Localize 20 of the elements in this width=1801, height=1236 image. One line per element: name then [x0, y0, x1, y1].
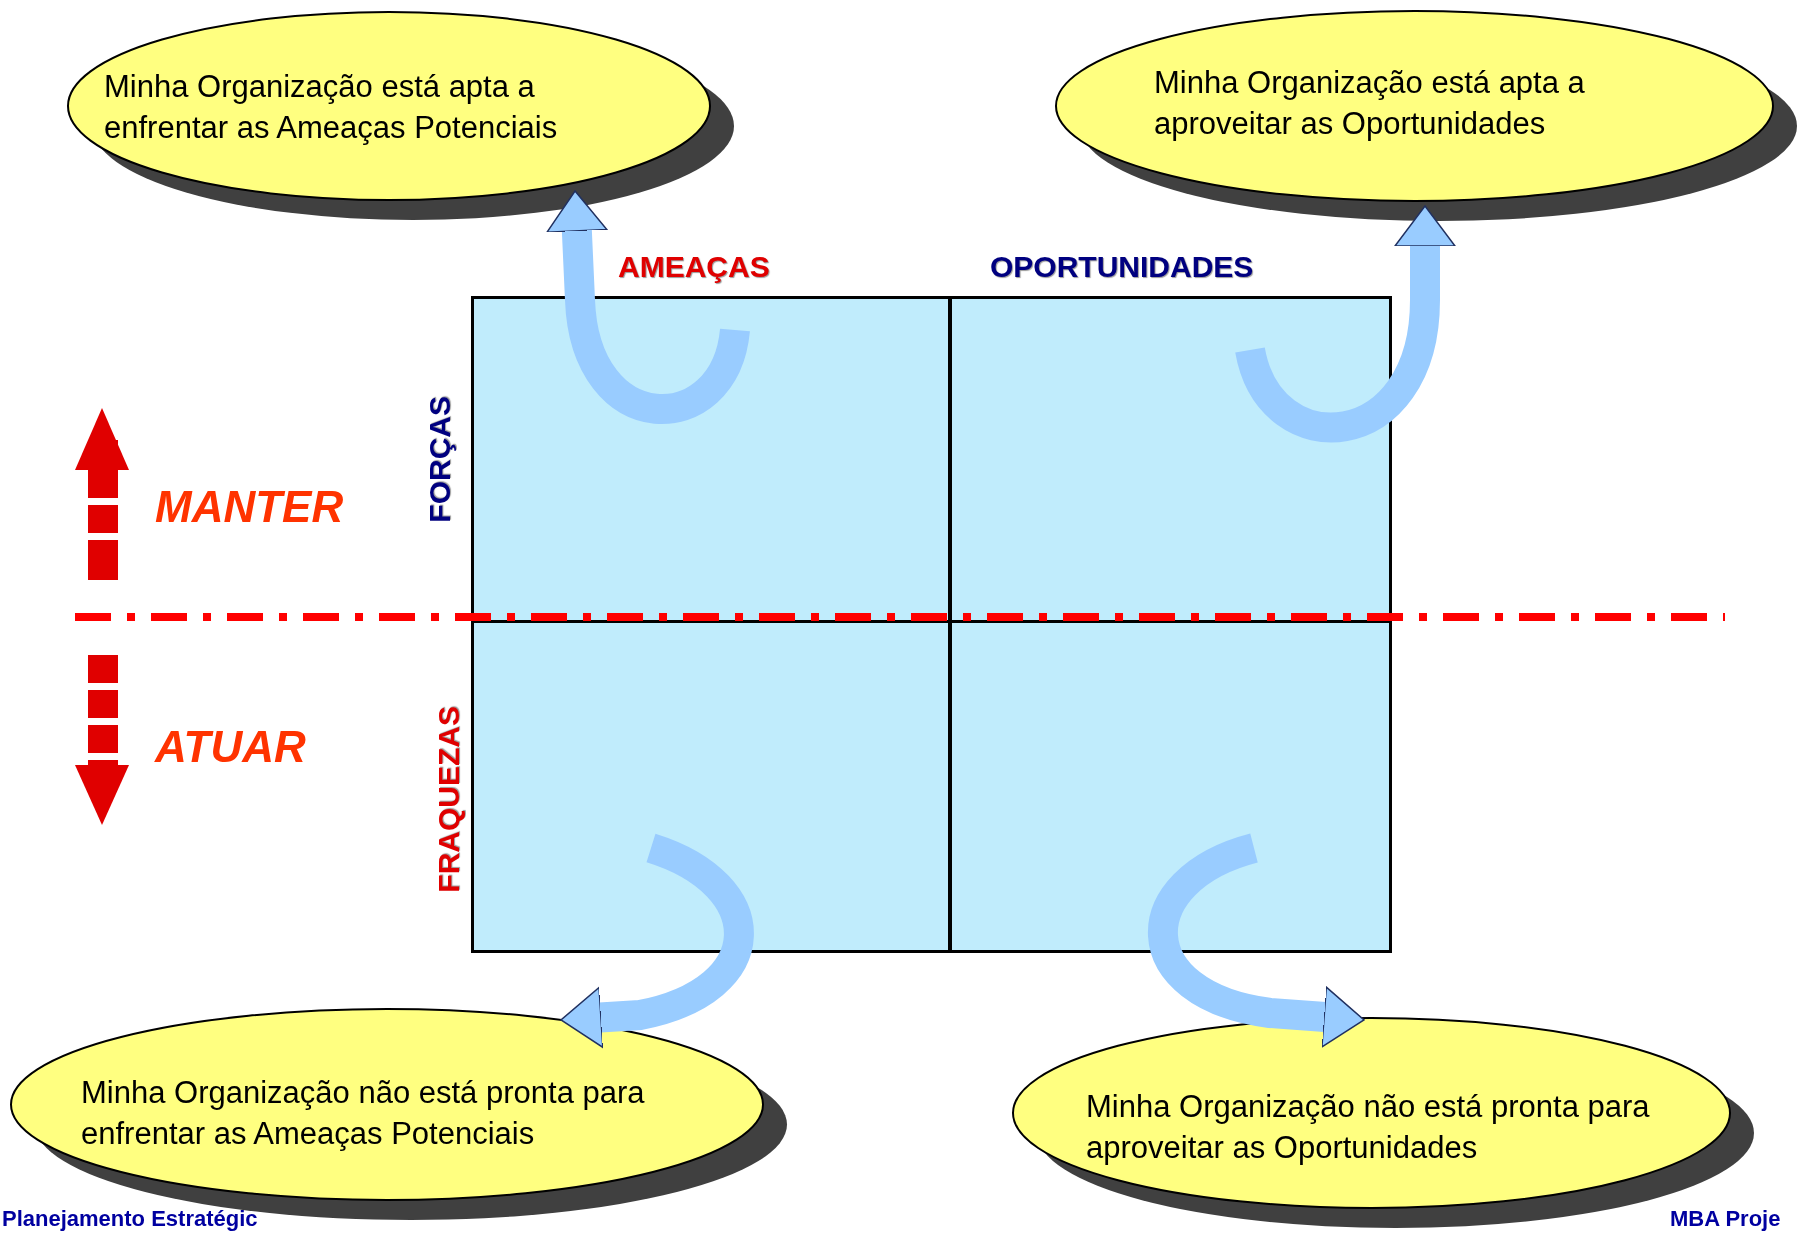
- column-heading: OPORTUNIDADES: [990, 250, 1254, 284]
- footer-text: MBA Proje: [1670, 1206, 1781, 1232]
- matrix-cell: [949, 296, 1392, 623]
- matrix-cell: [471, 620, 951, 953]
- matrix-cell: [471, 296, 951, 623]
- row-heading: FORÇAS: [423, 396, 457, 523]
- callout-ellipse: [66, 10, 736, 222]
- column-heading: AMEAÇAS: [618, 250, 770, 284]
- callout-text: Minha Organização está apta a aproveitar as Oportunidades: [1154, 64, 1586, 143]
- row-heading: FRAQUEZAS: [432, 706, 466, 893]
- matrix-cell: [949, 620, 1392, 953]
- callout-text: Minha Organização não está pronta para enfrentar as Ameaças Potenciais: [81, 1074, 646, 1153]
- callout-text: Minha Organização está apta a enfrentar as Ameaças Potenciais: [104, 68, 559, 147]
- curved-block-arrow: [560, 834, 754, 1049]
- action-label: ATUAR: [155, 722, 306, 772]
- curved-block-arrow: [546, 190, 750, 424]
- callout-ellipse: [1054, 9, 1799, 223]
- footer-text: Planejamento Estratégic: [2, 1206, 258, 1232]
- callout-text: Minha Organização não está pronta para aproveitar as Oportunidades: [1086, 1088, 1651, 1167]
- action-label: MANTER: [155, 482, 344, 532]
